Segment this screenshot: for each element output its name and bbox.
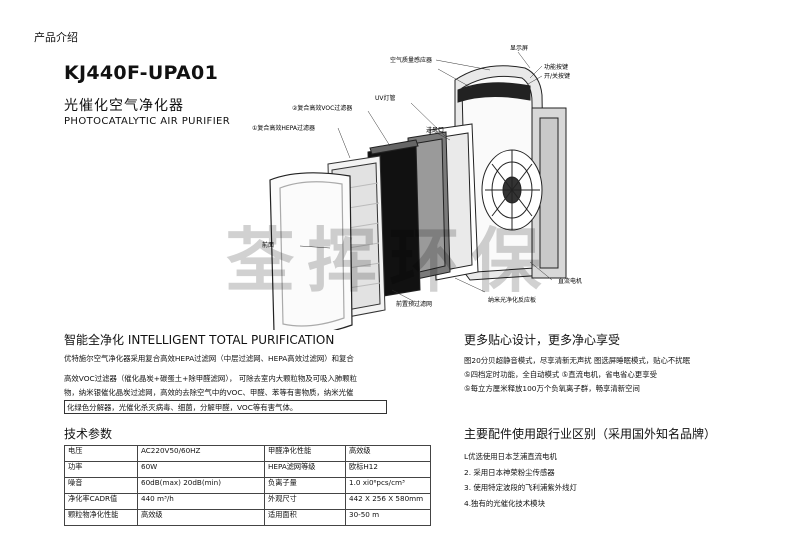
label-display: 显示屏	[510, 45, 528, 52]
label-power-switch: 开/关按键	[544, 72, 570, 80]
spec-table: 电压 AC220V50/60HZ 甲醛净化性能 高效级 功率 60W HEPA滤…	[64, 445, 431, 526]
label-air-inlet: 进风口	[426, 126, 444, 134]
care-line-1: 图20分贝超静音模式，尽享清新无声扰 图选屏睡眠模式，贴心不扰眠	[464, 356, 691, 365]
spec-key: HEPA滤网等级	[264, 461, 346, 478]
section-title-intelligent: 智能全净化 INTELLIGENT TOTAL PURIFICATION	[64, 333, 335, 347]
list-item: 2. 采用日本神荣粉尘传感器	[464, 467, 555, 477]
watermark: 荃挥环保	[225, 219, 553, 302]
table-row: 颗粒物净化性能 高效级 适用面积 30-50 m	[64, 509, 431, 526]
spec-value: 高效级	[345, 445, 431, 462]
label-uv-lamp: UV灯管	[375, 94, 396, 102]
intelligent-line-2: 高效VOC过滤器（催化晶炭+碳蛋土+除甲醛滤网）， 可除去室内大颗粒物及可吸入肺…	[64, 374, 358, 383]
spec-key: 颗粒物净化性能	[64, 509, 138, 526]
spec-value: 60W	[137, 461, 265, 478]
spec-value: 60dB(max) 20dB(min)	[137, 477, 265, 494]
spec-key: 功率	[64, 461, 138, 478]
spec-key: 净化率CADR值	[64, 493, 138, 510]
spec-value: 欧标H12	[345, 461, 431, 478]
spec-value: 高效级	[137, 509, 265, 526]
label-front-panel: 前面	[262, 241, 274, 249]
label-voc-filter: ②复合高效VOC过滤器	[292, 104, 352, 112]
table-row: 电压 AC220V50/60HZ 甲醛净化性能 高效级	[64, 445, 431, 462]
table-row: 功率 60W HEPA滤网等级 欧标H12	[64, 461, 431, 478]
front-panel	[269, 172, 353, 330]
spec-value: 30-50 m	[345, 509, 431, 526]
list-item: 3. 使用特定波段的飞利浦紫外线灯	[464, 483, 577, 492]
section-tag: 产品介绍	[34, 31, 78, 44]
intelligent-line-1: 优特施尔空气净化器采用复合高效HEPA过滤网（中层过滤网、HEPA高效过滤网）和…	[64, 354, 354, 363]
spec-key: 外观尺寸	[264, 493, 346, 510]
care-line-3: ⑤每立方厘米释放100万个负氧离子群，畅享清新空间	[464, 384, 640, 393]
section-title-specs: 技术参数	[64, 427, 113, 441]
intelligent-line-4: 化绿色分解器，光催化杀灭病毒、细菌，分解甲醛，VOC等有害气体。	[64, 400, 387, 414]
spec-key: 电压	[64, 445, 138, 462]
spec-value: 440 m³/h	[137, 493, 265, 510]
care-list: 图20分贝超静音模式，尽享清新无声扰 图选屏睡眠模式，贴心不扰眠 ⑤四档定时功能…	[464, 354, 690, 396]
care-line-2: ⑤四档定时功能，全自动模式 ⑤直流电机，省电省心更享受	[464, 370, 657, 379]
spec-key: 噪音	[64, 477, 138, 494]
section-title-parts: 主要配件使用跟行业区别（采用国外知名品牌）	[464, 427, 717, 441]
table-row: 净化率CADR值 440 m³/h 外观尺寸 442 X 256 X 580mm	[64, 493, 431, 510]
spec-value: 442 X 256 X 580mm	[345, 493, 431, 510]
label-hepa-filter: ①复合高效HEPA过滤器	[252, 124, 315, 132]
intelligent-description: 优特施尔空气净化器采用复合高效HEPA过滤网（中层过滤网、HEPA高效过滤网）和…	[64, 352, 424, 400]
label-function-button: 功能按键	[544, 63, 568, 71]
spec-value: AC220V50/60HZ	[137, 445, 265, 462]
section-title-care: 更多贴心设计，更多净心享受	[464, 333, 621, 347]
list-item: 4.独有的光催化技术模块	[464, 498, 545, 508]
fan-wheel	[481, 149, 543, 231]
list-item: L优选使用日本芝浦直流电机	[464, 452, 557, 461]
spec-value: 1.0 xi0⁶pcs/cm³	[345, 477, 431, 494]
parts-list: L优选使用日本芝浦直流电机 2. 采用日本神荣粉尘传感器 3. 使用特定波段的飞…	[464, 449, 577, 511]
spec-key: 甲醛净化性能	[264, 445, 346, 462]
label-pre-filter: 前置预过滤网	[396, 300, 432, 308]
label-dc-motor: 直流电机	[558, 277, 582, 285]
spec-key: 负离子量	[264, 477, 346, 494]
label-air-sensor: 空气质量感应器	[390, 56, 432, 64]
table-row: 噪音 60dB(max) 20dB(min) 负离子量 1.0 xi0⁶pcs/…	[64, 477, 431, 494]
product-title-en: PHOTOCATALYTIC AIR PURIFIER	[64, 116, 231, 127]
exploded-diagram: 空气质量感应器 UV灯管 ②复合高效VOC过滤器 ①复合高效HEPA过滤器 进风…	[252, 45, 582, 330]
model-number: KJ440F-UPA01	[64, 62, 219, 84]
intelligent-line-3: 物，纳米银催化晶炭过滤网，高效的去除空气中的VOC、甲醛、苯等有害物质，纳米光催	[64, 388, 354, 397]
spec-key: 适用面积	[264, 509, 346, 526]
label-nano-filter: 纳米光净化反应板	[488, 296, 536, 304]
product-title-cn: 光催化空气净化器	[64, 98, 184, 114]
